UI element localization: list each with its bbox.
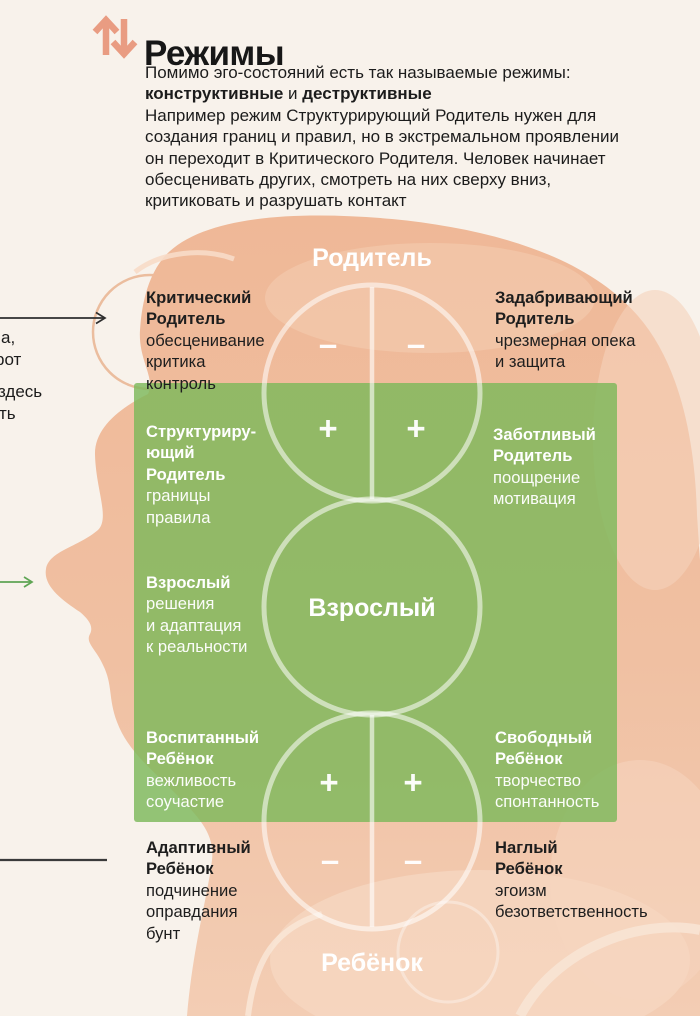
mode-desc: подчинение оправдания бунт <box>146 880 238 943</box>
neckline-decor <box>245 911 323 1016</box>
mode-block-impudent-child: Наглый Ребёнок эгоизм безответственность <box>495 837 648 923</box>
margin-text-fragment: а, <box>1 328 16 347</box>
mode-block-placating-parent: Задабривающий Родитель чрезмерная опека … <box>495 287 636 373</box>
mode-title: Воспитанный Ребёнок <box>146 728 260 769</box>
hair-swirl-decor <box>515 922 700 1016</box>
mode-title: Критический Родитель <box>146 288 252 329</box>
intro-connector: и <box>283 84 303 104</box>
plus-sign: + <box>403 763 423 801</box>
page-title: Режимы <box>144 34 285 74</box>
mode-block-free-child: Свободный Ребёнок творчество спонтанност… <box>495 727 599 813</box>
margin-text-fragment: ть <box>0 404 16 423</box>
plus-sign: + <box>318 409 338 447</box>
plus-sign: + <box>406 409 426 447</box>
mode-desc: поощрение мотивация <box>493 467 581 509</box>
ego-label-parent: Родитель <box>312 244 432 272</box>
minus-sign: – <box>403 841 423 879</box>
mode-title: Свободный Ребёнок <box>495 728 593 769</box>
minus-sign: – <box>320 841 340 879</box>
swap-vertical-arrows-icon <box>92 15 138 59</box>
ego-label-adult: Взрослый <box>308 594 436 622</box>
margin-text-fragment: здесь <box>0 382 43 401</box>
mode-block-well-mannered-child: Воспитанный Ребёнок вежливость соучастие <box>146 727 259 813</box>
mode-desc: чрезмерная опека и защита <box>495 330 636 372</box>
mode-desc: творчество спонтанность <box>495 770 600 812</box>
mode-desc: обесценивание критика контроль <box>146 330 265 393</box>
mode-title: Взрослый <box>146 573 231 592</box>
intro-body: Например режим Структурирующий Родитель … <box>145 105 619 211</box>
mode-title: Наглый Ребёнок <box>495 838 563 879</box>
plus-sign: + <box>319 763 339 801</box>
intro-paragraph: Помимо эго-состояний есть так называемые… <box>145 62 657 212</box>
mode-title: Задабривающий Родитель <box>495 288 633 329</box>
mode-title: Адаптивный Ребёнок <box>146 838 251 879</box>
mode-desc: решения и адаптация к реальности <box>146 594 248 657</box>
mode-block-adult: Взрослый решения и адаптация к реальност… <box>146 572 247 658</box>
intro-line1: Помимо эго-состояний есть так называемые… <box>145 63 571 82</box>
mode-block-structuring-parent: Структуриру- ющий Родитель границы прави… <box>146 421 256 528</box>
mode-desc: вежливость соучастие <box>146 770 237 812</box>
mode-title: Заботливый Родитель <box>493 425 596 466</box>
minus-sign: – <box>406 325 426 363</box>
margin-annotation-lines <box>0 311 107 862</box>
minus-sign: – <box>318 325 338 363</box>
intro-bold-constructive: конструктивные <box>145 84 284 104</box>
mode-desc: эгоизм безответственность <box>495 880 648 922</box>
ego-label-child: Ребёнок <box>321 949 423 977</box>
intro-bold-destructive: деструктивные <box>302 84 432 104</box>
hair-strand-decor <box>133 250 235 275</box>
mode-block-critical-parent: Критический Родитель обесценивание крити… <box>146 287 265 394</box>
mode-block-caring-parent: Заботливый Родитель поощрение мотивация <box>493 424 596 510</box>
margin-text-fragment: рот <box>0 350 22 369</box>
mode-block-adaptive-child: Адаптивный Ребёнок подчинение оправдания… <box>146 837 251 944</box>
mode-desc: границы правила <box>146 486 211 527</box>
mode-title: Структуриру- ющий Родитель <box>146 422 257 484</box>
